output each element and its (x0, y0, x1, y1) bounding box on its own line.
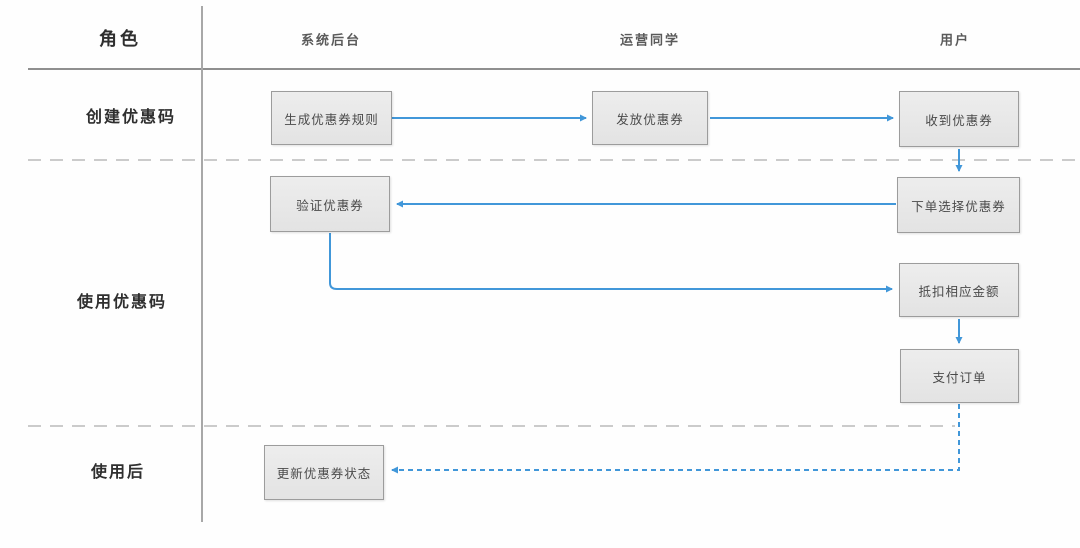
node-generate-coupon-rule: 生成优惠券规则 (271, 91, 392, 145)
node-verify-coupon: 验证优惠券 (270, 176, 390, 232)
node-label: 生成优惠券规则 (284, 111, 379, 127)
phase-label-after-use: 使用后 (90, 462, 146, 481)
node-label: 验证优惠券 (296, 197, 364, 213)
node-label: 下单选择优惠券 (911, 198, 1006, 214)
node-label: 收到优惠券 (925, 112, 993, 128)
lane-header-system-backend: 系统后台 (300, 33, 362, 49)
node-distribute-coupon: 发放优惠券 (592, 91, 708, 145)
node-label: 支付订单 (932, 369, 987, 385)
edge-pay-to-update-status (391, 404, 960, 474)
node-label: 更新优惠券状态 (276, 466, 372, 481)
edge-verify-to-deduct (329, 233, 893, 293)
node-receive-coupon: 收到优惠券 (899, 91, 1019, 147)
phase-label-create-coupon-code: 创建优惠码 (85, 107, 177, 126)
node-update-coupon-status: 更新优惠券状态 (264, 445, 384, 500)
node-pay-order: 支付订单 (900, 349, 1019, 403)
node-label: 抵扣相应金额 (918, 283, 1000, 299)
phase-label-use-coupon-code: 使用优惠码 (76, 292, 168, 311)
node-order-select-coupon: 下单选择优惠券 (897, 177, 1020, 233)
role-column-header: 角色 (99, 29, 141, 50)
node-label: 发放优惠券 (616, 111, 684, 127)
lane-header-user: 用户 (939, 33, 971, 49)
lane-header-operations-staff: 运营同学 (619, 33, 681, 49)
node-deduct-amount: 抵扣相应金额 (899, 263, 1019, 317)
